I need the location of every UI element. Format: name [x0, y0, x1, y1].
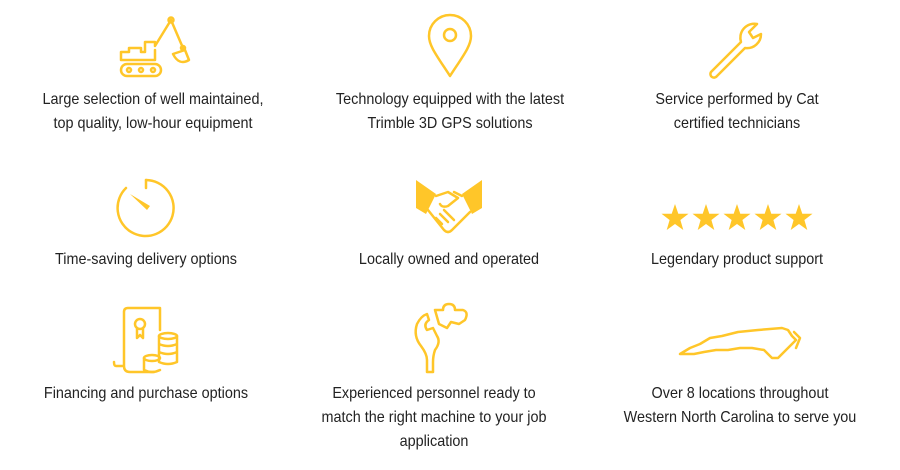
feature-text-line: application [399, 433, 469, 450]
wrench-icon [707, 18, 767, 80]
feature-service: Service performed by Cat certified techn… [587, 0, 887, 140]
feature-delivery: Time-saving delivery options [0, 170, 296, 270]
certificate-coins-icon [110, 306, 182, 374]
feature-text-line: Time-saving delivery options [55, 251, 237, 268]
feature-text-line: top quality, low-hour equipment [53, 115, 253, 132]
feature-text-line: certified technicians [673, 115, 801, 132]
excavator-icon [113, 14, 193, 80]
feature-text-line: Service performed by Cat [655, 91, 819, 108]
feature-personnel: Experienced personnel ready to match the… [284, 300, 584, 460]
feature-text-line: Technology equipped with the latest [335, 91, 565, 108]
feature-text-line: match the right machine to your job [321, 409, 547, 426]
five-stars-icon [661, 204, 813, 232]
feature-text-line: Large selection of well maintained, [42, 91, 264, 108]
north-carolina-map-icon [678, 326, 802, 362]
feature-local: Locally owned and operated [299, 170, 599, 270]
feature-locations: Over 8 locations throughout Western Nort… [590, 300, 890, 460]
handshake-icon [414, 174, 484, 240]
feature-text-line: Trimble 3D GPS solutions [367, 115, 533, 132]
map-pin-icon [425, 12, 475, 78]
feature-equipment: Large selection of well maintained, top … [3, 0, 303, 140]
stopwatch-icon [114, 176, 178, 240]
feature-support: Legendary product support [587, 170, 887, 270]
feature-text-line: Legendary product support [650, 251, 824, 268]
feature-text-line: Locally owned and operated [358, 251, 540, 268]
feature-financing: Financing and purchase options [0, 300, 296, 460]
feature-text-line: Western North Carolina to serve you [623, 409, 857, 426]
feature-text-line: Financing and purchase options [43, 385, 249, 402]
feature-text-line: Over 8 locations throughout [651, 385, 829, 402]
feature-technology: Technology equipped with the latest Trim… [300, 0, 600, 140]
feature-text-line: Experienced personnel ready to [332, 385, 536, 402]
lightbulb-puzzle-icon [397, 300, 471, 376]
